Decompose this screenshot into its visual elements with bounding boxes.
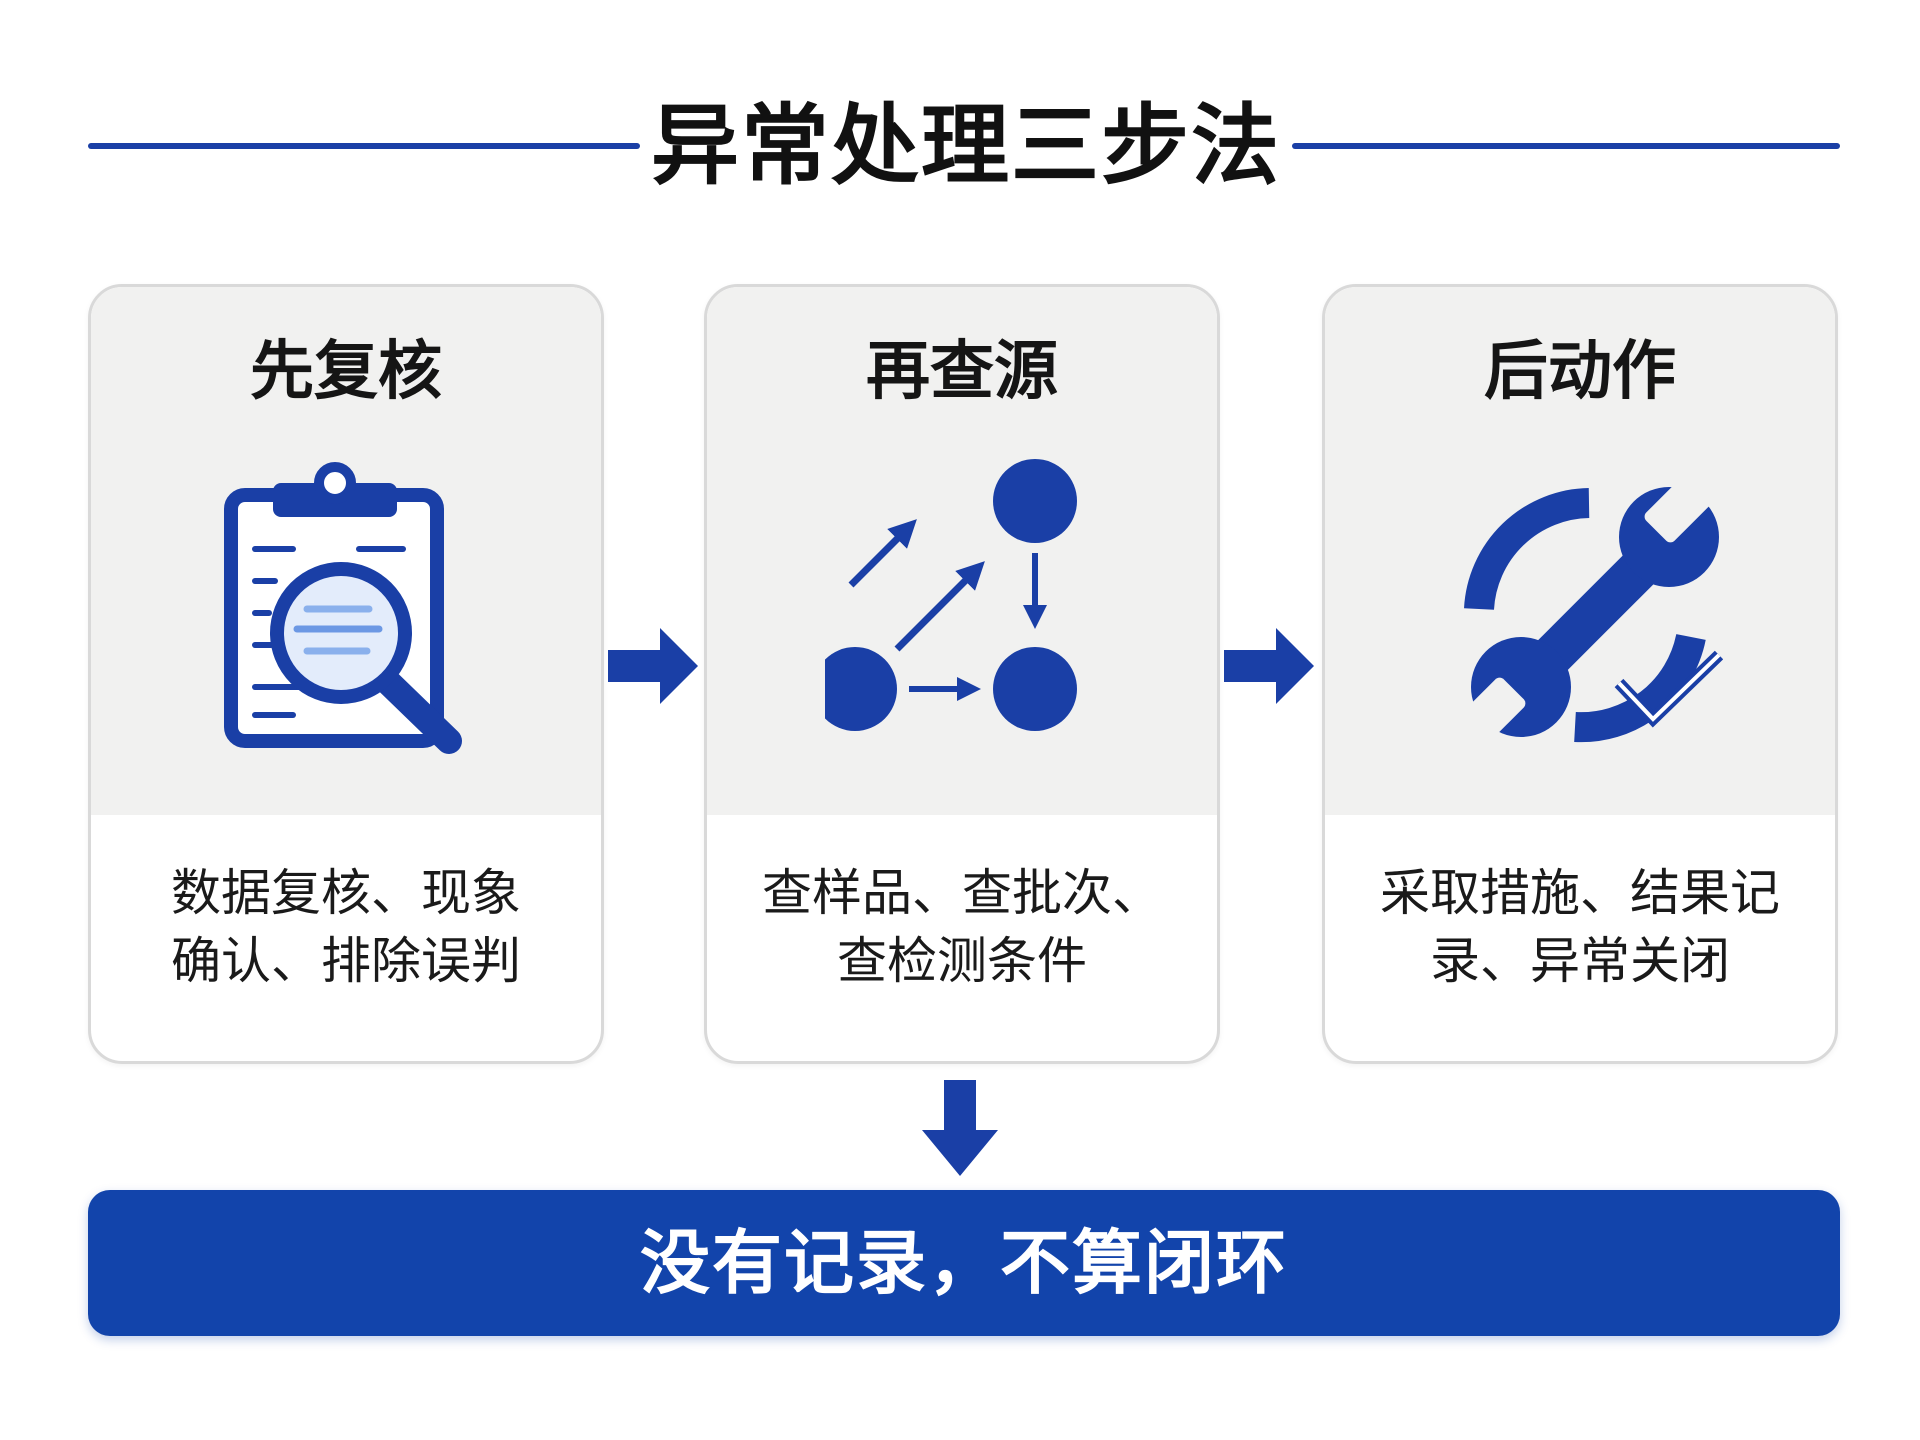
step-desc-review: 数据复核、现象 确认、排除误判 [131, 859, 561, 995]
right-arrow-icon [608, 628, 698, 704]
summary-banner-text: 没有记录，不算闭环 [640, 1222, 1288, 1304]
summary-banner: 没有记录，不算闭环 [88, 1190, 1840, 1336]
step-card-trace: 再查源 查样品、查批次、 查检测条件 [704, 284, 1220, 1064]
step-desc-trace-line-2: 查检测条件 [837, 932, 1087, 990]
step-desc-trace: 查样品、查批次、 查检测条件 [747, 859, 1177, 995]
step-desc-review-line-2: 确认、排除误判 [171, 932, 521, 990]
down-arrow-icon [922, 1080, 998, 1176]
step-card-action: 后动作 采取措施、结果记 录、异常关闭 [1322, 284, 1838, 1064]
step-desc-trace-line-1: 查样品、查批次、 [762, 864, 1162, 922]
title-divider-right [1292, 143, 1840, 149]
step-desc-action-line-1: 采取措施、结果记 [1380, 864, 1780, 922]
title-row: 异常处理三步法 [0, 86, 1920, 206]
step-card-trace-header [707, 287, 1217, 815]
step-title-review: 先复核 [250, 335, 442, 409]
title-divider-left [88, 143, 640, 149]
right-arrow-icon [1224, 628, 1314, 704]
step-desc-review-line-1: 数据复核、现象 [171, 864, 521, 922]
step-card-review: 先复核 数据复核、现象 确认、排除误判 [88, 284, 604, 1064]
step-title-action: 后动作 [1484, 335, 1676, 409]
clipboard-magnifier-icon [224, 462, 462, 754]
page-title: 异常处理三步法 [650, 94, 1281, 197]
trace-network-icon [825, 459, 1077, 731]
step-desc-action-line-2: 录、异常关闭 [1430, 932, 1730, 990]
step-desc-action: 采取措施、结果记 录、异常关闭 [1365, 859, 1795, 995]
step-title-trace: 再查源 [866, 335, 1058, 409]
wrench-cycle-icon [1452, 469, 1723, 751]
